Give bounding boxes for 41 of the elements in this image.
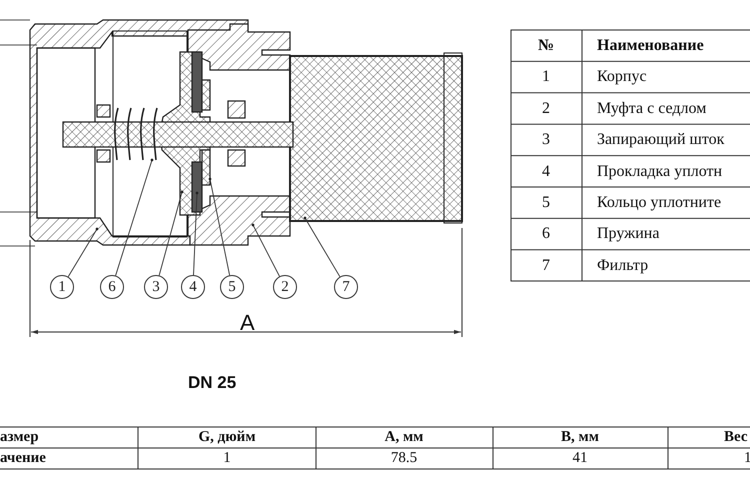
leader-line xyxy=(68,228,98,278)
table-value: 41 xyxy=(572,449,588,467)
dimension-label: A xyxy=(240,310,255,336)
column-header: A, мм xyxy=(384,428,424,446)
callout-number: 4 xyxy=(181,275,205,299)
leader-line xyxy=(304,216,340,278)
part-number: 1 xyxy=(542,68,550,86)
model-label: DN 25 xyxy=(188,373,236,393)
part-name: Прокладка уплотн xyxy=(597,162,722,181)
part-number: 3 xyxy=(542,131,550,150)
callout-number: 1 xyxy=(50,275,74,299)
callout-number: 3 xyxy=(144,275,168,299)
leader-line xyxy=(208,178,230,276)
column-header: азмер xyxy=(0,428,39,446)
callout-number: 5 xyxy=(220,275,244,299)
part-number: 5 xyxy=(542,194,550,212)
part-number: 4 xyxy=(542,162,550,181)
leader-line xyxy=(158,190,184,276)
column-header: Наименование xyxy=(597,37,704,55)
part-name: Муфта с седлом xyxy=(597,100,706,118)
table-value: 78.5 xyxy=(390,449,418,467)
callout-number: 7 xyxy=(334,275,358,299)
column-header: G, дюйм xyxy=(198,428,256,446)
column-header: Вес xyxy=(724,428,748,446)
leader-line xyxy=(252,224,280,277)
part-name: Корпус xyxy=(597,68,647,86)
part-number: 2 xyxy=(542,100,550,118)
row-header: ачение xyxy=(0,449,46,467)
callout-number: 6 xyxy=(100,275,124,299)
part-name: Фильтр xyxy=(597,256,648,275)
table-value: 1 xyxy=(223,449,231,467)
callout-number: 2 xyxy=(273,275,297,299)
leader-line xyxy=(115,158,154,276)
part-number: 6 xyxy=(542,225,550,244)
part-name: Пружина xyxy=(597,225,660,244)
column-header: B, мм xyxy=(561,428,599,446)
part-name: Кольцо уплотните xyxy=(597,194,722,212)
part-number: 7 xyxy=(542,256,550,275)
leader-line xyxy=(193,192,198,276)
part-name: Запирающий шток xyxy=(597,131,724,150)
column-header: № xyxy=(538,37,554,55)
